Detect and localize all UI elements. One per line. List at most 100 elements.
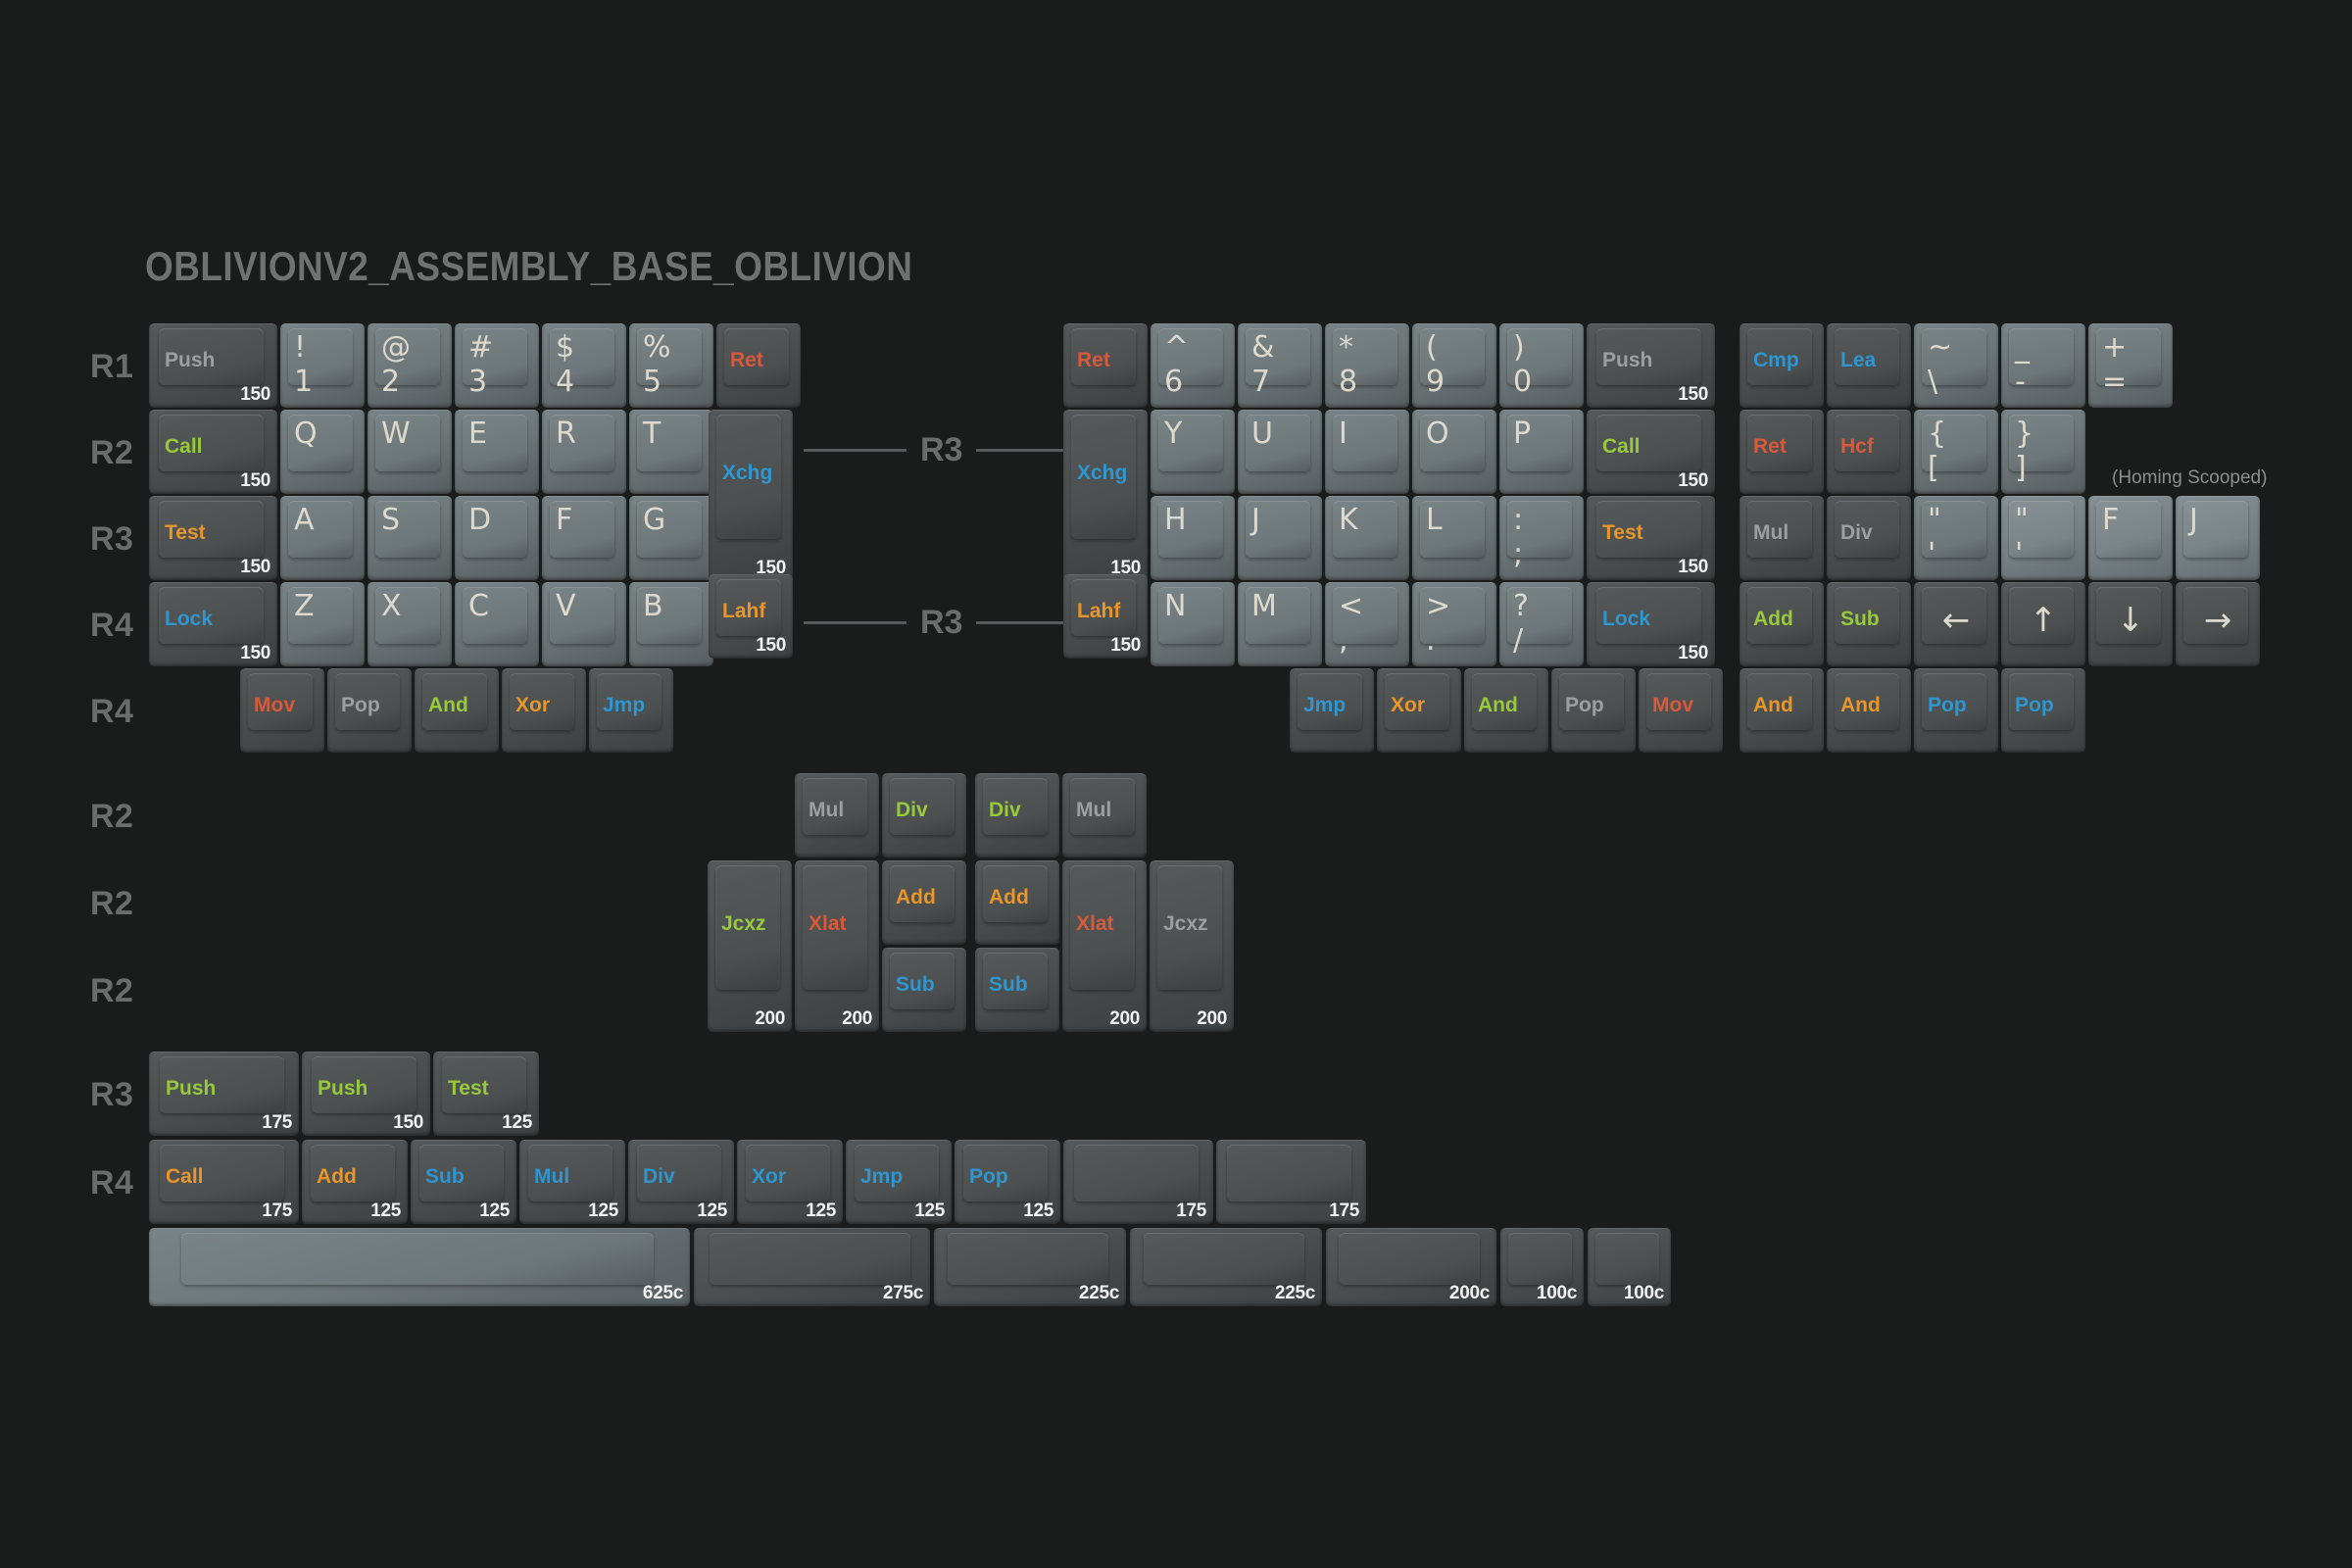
e[interactable]: E <box>455 410 539 494</box>
percent-5[interactable]: % 5 <box>629 323 713 408</box>
sub-mid-left[interactable]: Sub <box>882 948 966 1032</box>
paren-close-0[interactable]: ) 0 <box>1499 323 1584 408</box>
mul-cluster[interactable]: Mul <box>1740 496 1824 580</box>
f-homing[interactable]: F <box>2088 496 2173 580</box>
add-mid-left[interactable]: Add <box>882 860 966 945</box>
underscore-minus[interactable]: _ - <box>2001 323 2085 408</box>
gt-period[interactable]: > . <box>1412 582 1496 666</box>
u[interactable]: U <box>1238 410 1322 494</box>
l[interactable]: L <box>1412 496 1496 580</box>
sub-cluster[interactable]: Sub <box>1827 582 1911 666</box>
quote-apostrophe-a[interactable]: " ' <box>1914 496 1998 580</box>
arrow-down[interactable]: ↓ <box>2088 582 2173 666</box>
hcf[interactable]: Hcf <box>1827 410 1911 494</box>
at-2[interactable]: @ 2 <box>368 323 452 408</box>
pop-cluster-2[interactable]: Pop <box>2001 668 2085 753</box>
spacebar-100-a[interactable]: 100c <box>1500 1228 1584 1306</box>
and[interactable]: And <box>415 668 499 753</box>
arrow-right[interactable]: → <box>2176 582 2260 666</box>
mov[interactable]: Mov <box>240 668 324 753</box>
blank-175-b[interactable]: 175 <box>1216 1140 1366 1224</box>
colon-semicolon[interactable]: : ; <box>1499 496 1584 580</box>
quote-apostrophe-b[interactable]: " ' <box>2001 496 2085 580</box>
dollar-4[interactable]: $ 4 <box>542 323 626 408</box>
t[interactable]: T <box>629 410 713 494</box>
ret-cluster[interactable]: Ret <box>1740 410 1824 494</box>
and-cluster-1[interactable]: And <box>1740 668 1824 753</box>
pop[interactable]: Pop <box>327 668 412 753</box>
spacebar-275[interactable]: 275c <box>694 1228 930 1306</box>
mov-right[interactable]: Mov <box>1639 668 1723 753</box>
j[interactable]: J <box>1238 496 1322 580</box>
pop-cluster-1[interactable]: Pop <box>1914 668 1998 753</box>
brace-close-bracket-close[interactable]: } ] <box>2001 410 2085 494</box>
x[interactable]: X <box>368 582 452 666</box>
hash-3[interactable]: # 3 <box>455 323 539 408</box>
spacebar-625[interactable]: 625c <box>149 1228 690 1306</box>
and-cluster-2[interactable]: And <box>1827 668 1911 753</box>
v[interactable]: V <box>542 582 626 666</box>
sub-mid-right[interactable]: Sub <box>975 948 1059 1032</box>
tilde-backtick[interactable]: ~ \ <box>1914 323 1998 408</box>
question-slash[interactable]: ? / <box>1499 582 1584 666</box>
add-cluster[interactable]: Add <box>1740 582 1824 666</box>
j-homing[interactable]: J <box>2176 496 2260 580</box>
plus-equals[interactable]: + = <box>2088 323 2173 408</box>
g[interactable]: G <box>629 496 713 580</box>
arrow-up[interactable]: ↑ <box>2001 582 2085 666</box>
y[interactable]: Y <box>1151 410 1235 494</box>
s[interactable]: S <box>368 496 452 580</box>
caret-6[interactable]: ^ 6 <box>1151 323 1235 408</box>
lt-comma[interactable]: < , <box>1325 582 1409 666</box>
jmp-right[interactable]: Jmp <box>1290 668 1374 753</box>
and-right[interactable]: And <box>1464 668 1548 753</box>
m[interactable]: M <box>1238 582 1322 666</box>
xor[interactable]: Xor <box>502 668 586 753</box>
h[interactable]: H <box>1151 496 1235 580</box>
q[interactable]: Q <box>280 410 365 494</box>
z[interactable]: Z <box>280 582 365 666</box>
mul-mid-left[interactable]: Mul <box>795 773 879 858</box>
arrow-left[interactable]: ← <box>1914 582 1998 666</box>
r[interactable]: R <box>542 410 626 494</box>
p[interactable]: P <box>1499 410 1584 494</box>
div-cluster[interactable]: Div <box>1827 496 1911 580</box>
amp-7[interactable]: & 7 <box>1238 323 1322 408</box>
k[interactable]: K <box>1325 496 1409 580</box>
brace-open-bracket-open[interactable]: { [ <box>1914 410 1998 494</box>
blank-175-a[interactable]: 175 <box>1063 1140 1213 1224</box>
i[interactable]: I <box>1325 410 1409 494</box>
xor-right[interactable]: Xor <box>1377 668 1461 753</box>
div-mid-right[interactable]: Div <box>975 773 1059 858</box>
a[interactable]: A <box>280 496 365 580</box>
spacebar-200[interactable]: 200c <box>1326 1228 1496 1306</box>
div-mid-left[interactable]: Div <box>882 773 966 858</box>
exclaim-1[interactable]: ! 1 <box>280 323 365 408</box>
spacebar-225-b[interactable]: 225c <box>1130 1228 1322 1306</box>
spacebar-225-a[interactable]: 225c <box>934 1228 1126 1306</box>
o[interactable]: O <box>1412 410 1496 494</box>
